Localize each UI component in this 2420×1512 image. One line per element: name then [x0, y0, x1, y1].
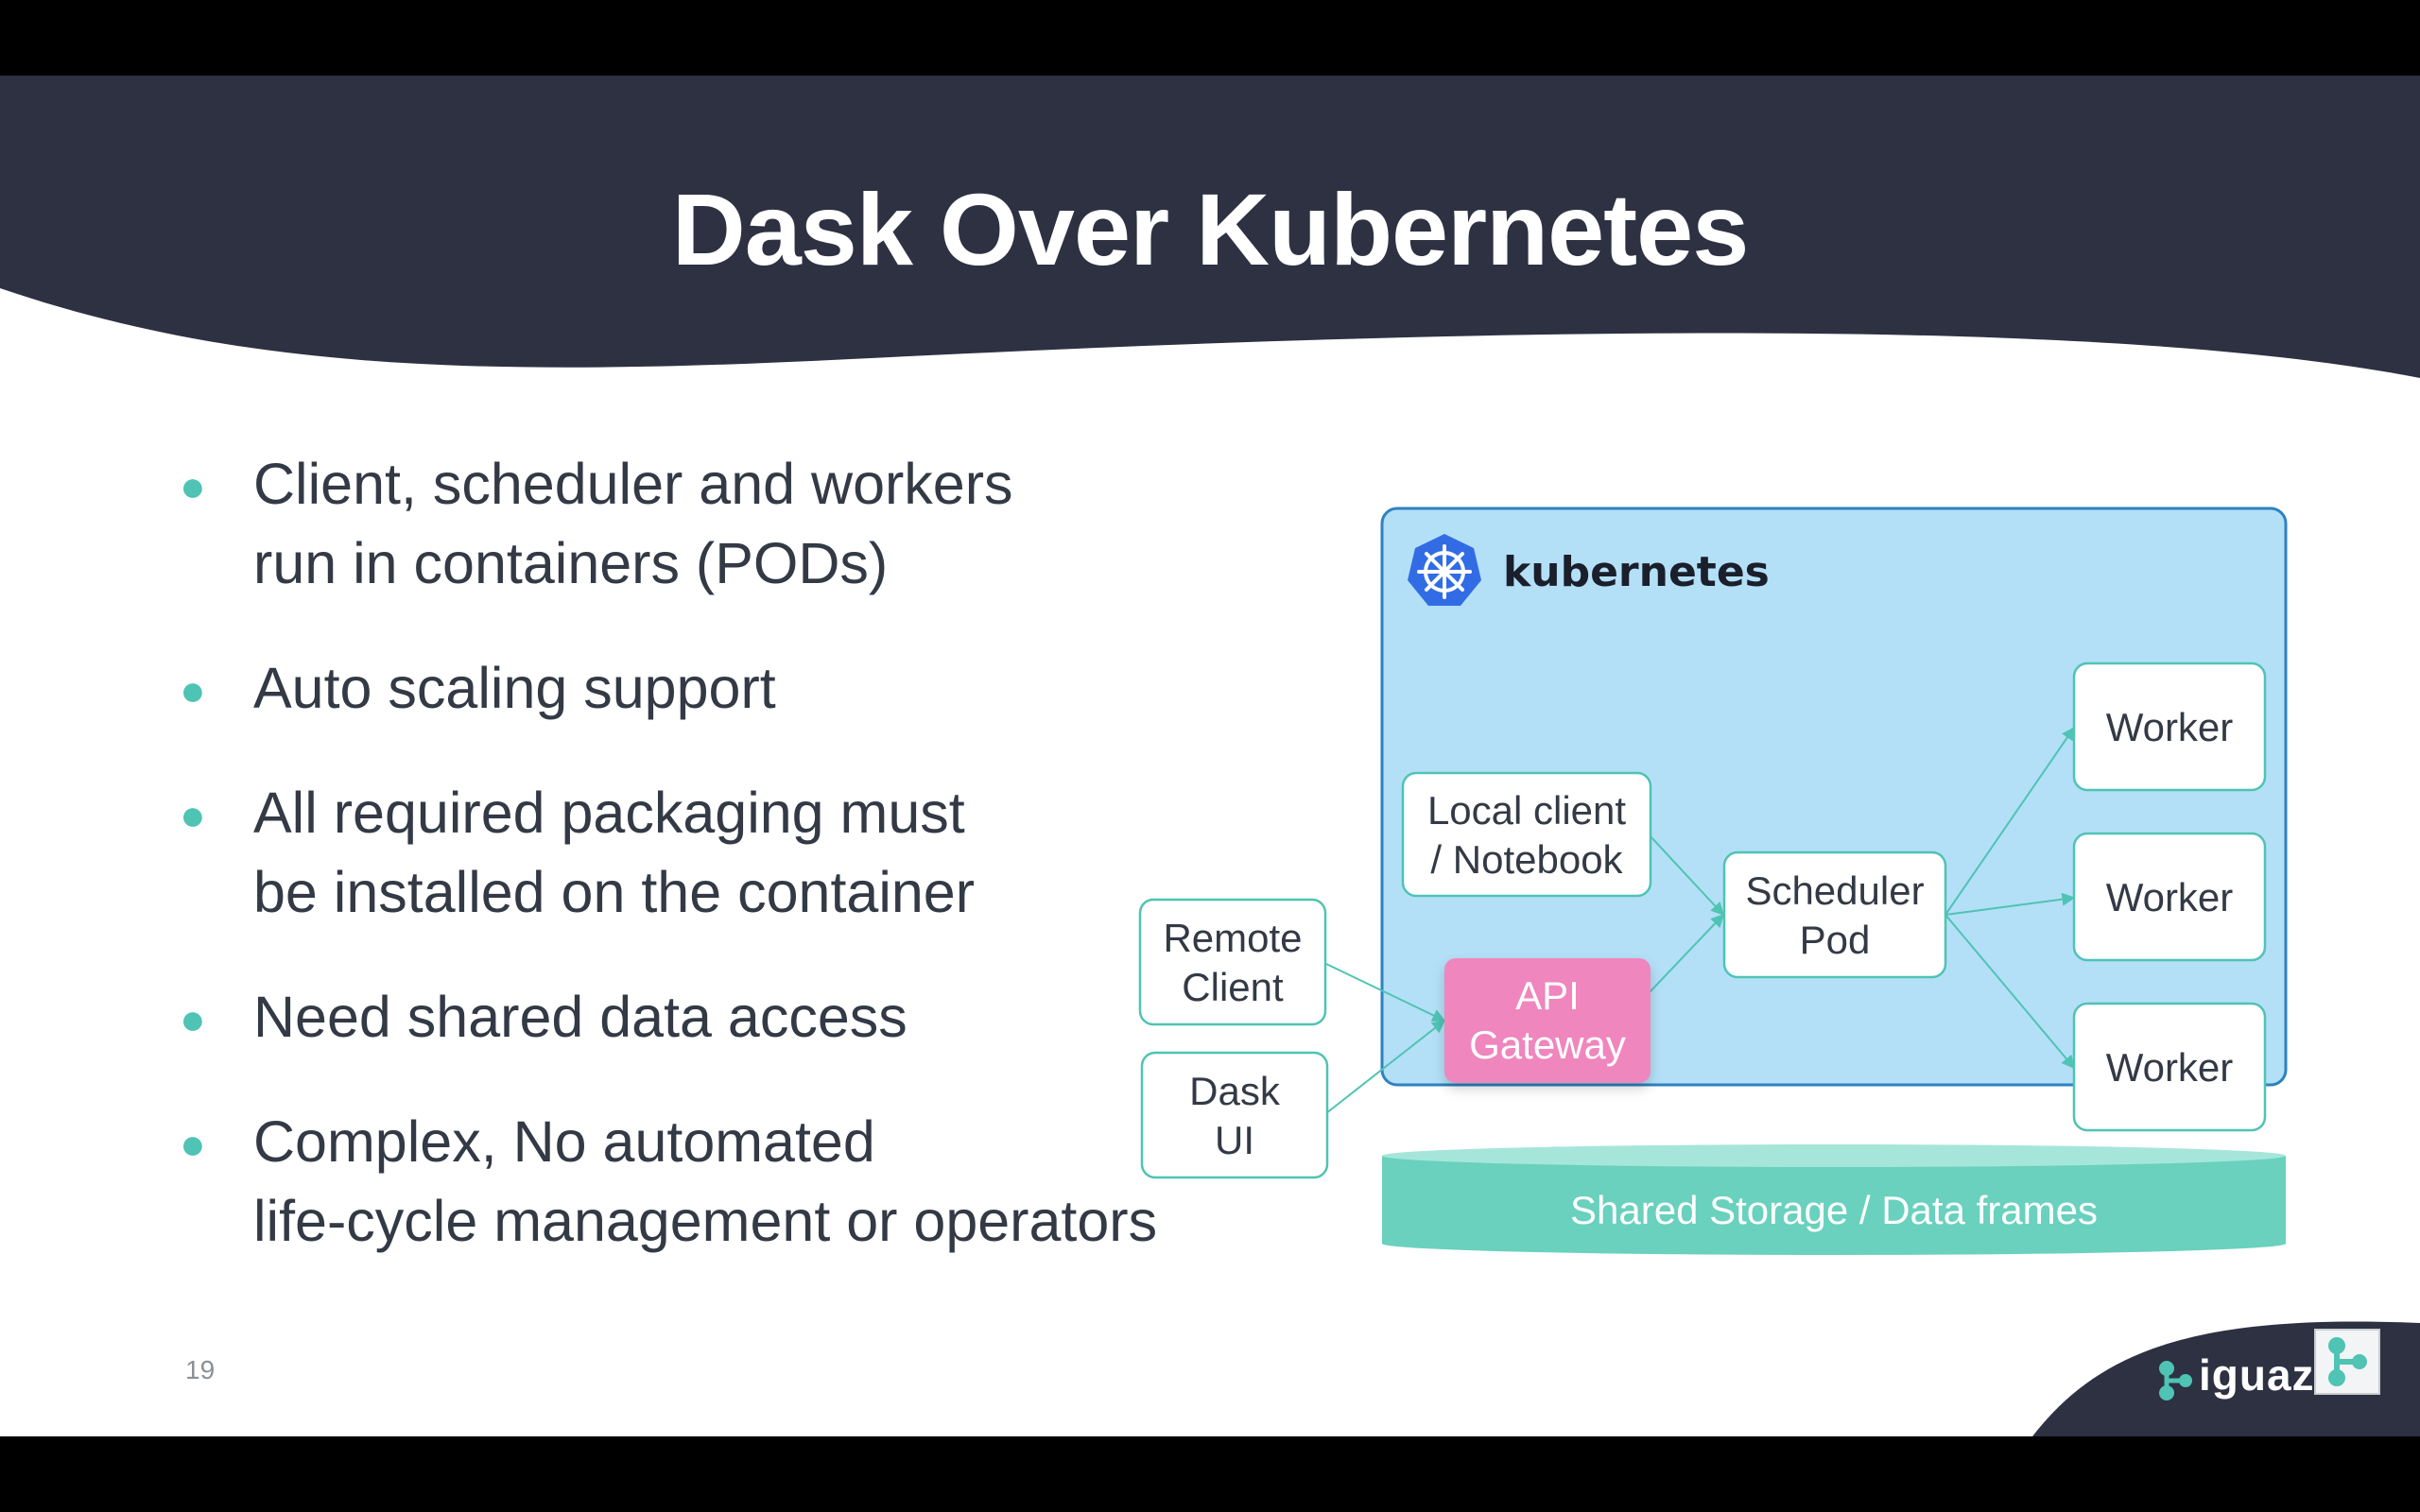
slide: Dask Over Kubernetes ● Client, scheduler…: [0, 76, 2420, 1436]
scheduler-to-worker-3-arrow: [1945, 914, 2075, 1070]
svg-text:Worker: Worker: [2106, 1045, 2234, 1090]
gateway-to-scheduler-arrow: [1649, 913, 1724, 993]
svg-text:Gateway: Gateway: [1469, 1022, 1626, 1067]
svg-text:Pod: Pod: [1800, 918, 1871, 962]
remote-client-node: Remote Client: [1138, 898, 1327, 1026]
storage-label: Shared Storage / Data frames: [1570, 1188, 2098, 1232]
kubernetes-logo-icon: [1408, 534, 1481, 606]
connectors: [1325, 726, 2076, 1114]
dask-ui-node: Dask UI: [1140, 1051, 1329, 1179]
scheduler-to-worker-2-arrow: [1945, 892, 2076, 916]
scheduler-to-worker-1-arrow: [1945, 726, 2075, 916]
header-band: [0, 76, 2420, 378]
worker-node: Worker: [2072, 1002, 2267, 1132]
slide-number: 19: [185, 1355, 216, 1384]
iguazio-logo-icon: [2159, 1361, 2192, 1400]
scheduler-node: Scheduler Pod: [1722, 850, 1947, 979]
local-client-node: Local client / Notebook: [1401, 771, 1652, 898]
svg-text:/ Notebook: / Notebook: [1430, 837, 1623, 882]
kubernetes-label: kubernetes: [1503, 548, 1770, 596]
bullet-text: Need shared data access: [253, 985, 908, 1049]
api-gateway-node: API Gateway: [1444, 958, 1651, 1083]
remote-to-gateway-arrow: [1325, 963, 1446, 1022]
svg-text:Worker: Worker: [2106, 705, 2234, 749]
bullet-item: ● Auto scaling support: [180, 648, 1257, 728]
svg-text:API: API: [1515, 973, 1580, 1018]
storage-top: [1382, 1144, 2286, 1167]
iguazio-corner-logo-icon: [2314, 1329, 2380, 1395]
worker-node: Worker: [2072, 662, 2267, 792]
svg-text:UI: UI: [1215, 1118, 1254, 1162]
bullet-dot-icon: ●: [180, 1119, 206, 1168]
worker-node: Worker: [2072, 832, 2267, 962]
svg-text:Scheduler: Scheduler: [1745, 868, 1924, 913]
ui-to-gateway-arrow: [1325, 1020, 1446, 1114]
bullet-item: ● All required packaging must be install…: [180, 773, 1257, 932]
kubernetes-cluster-panel: [1380, 507, 2288, 1087]
bullet-dot-icon: ●: [180, 461, 206, 510]
bullet-item: ● Client, scheduler and workers run in c…: [180, 444, 1257, 603]
bullet-dot-icon: ●: [180, 790, 206, 839]
bullet-text: All required packaging must be installed…: [253, 781, 976, 924]
svg-text:Remote: Remote: [1163, 916, 1302, 960]
bullet-text: Client, scheduler and workers run in con…: [253, 452, 1013, 595]
bullet-dot-icon: ●: [180, 665, 206, 714]
slide-title: Dask Over Kubernetes: [671, 172, 1750, 286]
svg-text:Client: Client: [1182, 965, 1284, 1009]
svg-text:Local client: Local client: [1427, 788, 1626, 833]
svg-text:Worker: Worker: [2106, 875, 2234, 919]
bullet-text: Auto scaling support: [253, 656, 776, 720]
bullet-text: Complex, No automated life-cycle managem…: [253, 1109, 1158, 1253]
bullet-item: ● Need shared data access: [180, 977, 1257, 1057]
svg-text:Dask: Dask: [1189, 1069, 1281, 1113]
bullet-item: ● Complex, No automated life-cycle manag…: [180, 1102, 1257, 1261]
architecture-diagram: kubernetes Shared Storage / Data frames …: [1138, 507, 2288, 1255]
bullet-dot-icon: ●: [180, 994, 206, 1043]
bullet-list: ● Client, scheduler and workers run in c…: [180, 444, 1257, 1306]
storage-body: [1382, 1156, 2286, 1255]
local-to-scheduler-arrow: [1649, 834, 1724, 917]
shared-storage: Shared Storage / Data frames: [1382, 1144, 2286, 1255]
